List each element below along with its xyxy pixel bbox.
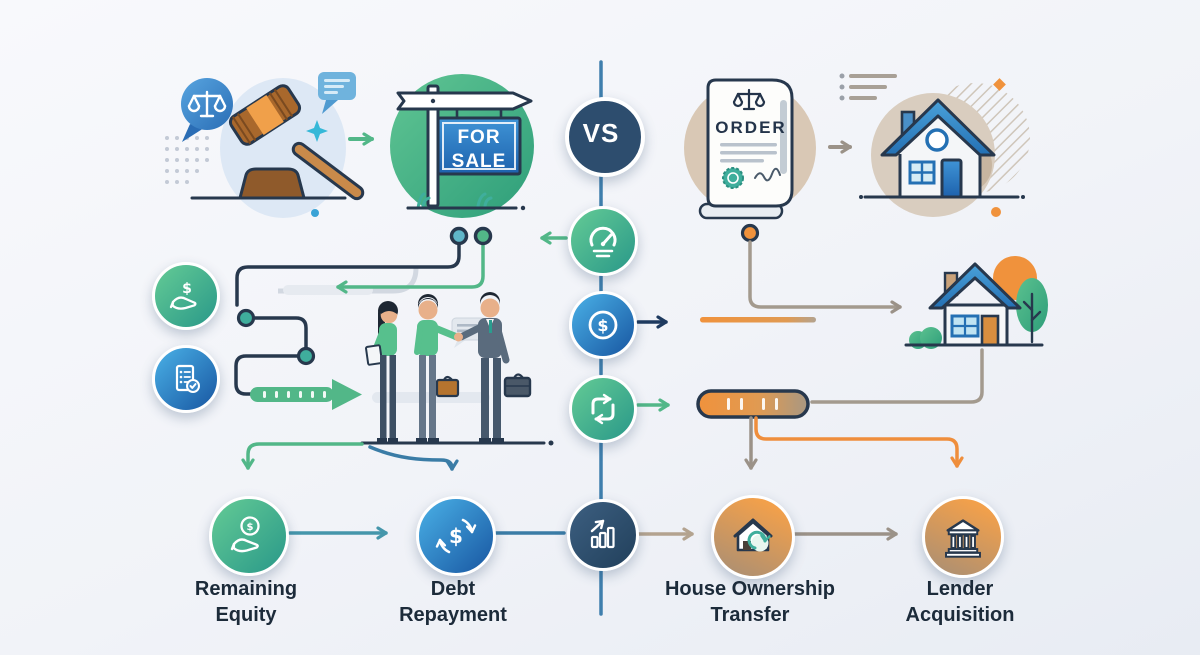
to-remaining-equity-arrow	[241, 442, 364, 470]
green-return-arrow	[336, 243, 485, 294]
orange-bar	[700, 317, 816, 323]
for-sale-sign-icon	[390, 74, 534, 218]
person-woman	[365, 301, 398, 443]
scales-glyph	[732, 88, 766, 111]
path-dot-teal-1	[236, 308, 256, 328]
house-drawing	[859, 98, 1025, 199]
order-branch-to-house2-arrow	[748, 240, 902, 314]
bank-icon	[945, 519, 981, 558]
speedometer-icon	[589, 226, 617, 258]
round-window	[925, 128, 949, 152]
refresh-cycle-icon	[591, 393, 615, 425]
briefcase-dark	[503, 376, 532, 398]
briefcase-brown	[435, 378, 460, 398]
bar-chart-icon	[590, 519, 615, 549]
handshake-hands	[454, 332, 463, 342]
path-dot-teal-2	[296, 346, 316, 366]
roof	[880, 98, 996, 157]
checklist-node	[152, 345, 220, 413]
door	[940, 158, 963, 199]
for-sale-text: FOR SALE	[451, 127, 507, 172]
accent-dot	[991, 207, 1001, 217]
label-house-ownership-transfer: House Ownership Transfer	[664, 578, 836, 626]
speedometer-node	[568, 206, 638, 276]
dollar-node: $	[569, 291, 637, 359]
order-title: ORDER	[715, 118, 787, 137]
svg-text:$: $	[597, 316, 608, 335]
vs-badge	[565, 97, 645, 177]
refresh-node	[569, 375, 637, 443]
chart-node	[567, 499, 639, 571]
house-dollar-transfer-icon	[733, 518, 773, 552]
dashed-block-arrow	[250, 379, 362, 410]
vs-label: VS	[582, 117, 620, 148]
label-lender-acquisition: Lender Acquisition	[905, 578, 1015, 626]
to-debt-repayment-arrow	[368, 445, 459, 471]
roof	[928, 262, 1022, 310]
handshake-illustration	[365, 292, 532, 443]
svg-text:$: $	[182, 281, 192, 297]
chat-bubble-icon	[318, 72, 356, 114]
seal-icon	[722, 167, 744, 189]
path-dot-green	[473, 226, 493, 246]
path-dot-navy	[449, 226, 469, 246]
door	[980, 314, 1000, 347]
signature	[754, 167, 781, 182]
progress-pill	[696, 389, 810, 419]
dots-pattern	[165, 136, 209, 184]
label-remaining-equity: Remaining Equity	[194, 578, 298, 626]
coin-in-hand-icon: $	[230, 516, 260, 553]
money-in-hand-icon: $	[169, 281, 197, 310]
judicial-auction-illustration	[165, 72, 365, 218]
svg-text:$: $	[449, 524, 463, 548]
debt-repayment-node: $	[416, 496, 496, 576]
accent-dot	[311, 209, 319, 217]
document-lines	[720, 143, 777, 163]
remaining-equity-node: $	[209, 496, 289, 576]
gavel-icon	[190, 84, 365, 201]
sparkle-icon	[306, 120, 328, 142]
money-in-hand-node: $	[152, 262, 220, 330]
label-debt-repayment: Debt Repayment	[399, 578, 507, 626]
pill-to-lender-arrow	[754, 416, 964, 468]
person-seller	[414, 294, 461, 443]
checklist-icon	[175, 364, 200, 393]
person-buyer	[454, 292, 532, 443]
list-icon	[839, 73, 897, 101]
order-scroll-icon	[684, 78, 816, 220]
house-icon	[859, 78, 1030, 217]
lender-acquisition-node	[922, 496, 1004, 578]
svg-text:$: $	[247, 522, 254, 533]
house-ownership-node	[711, 495, 795, 579]
dollar-cycle-icon: $	[435, 518, 477, 554]
winding-path	[234, 243, 461, 396]
sign-crossbar	[396, 91, 533, 111]
dollar-circle-icon: $	[588, 310, 618, 340]
house-with-tree-icon	[904, 256, 1048, 349]
scales-of-justice-icon	[181, 78, 233, 142]
house2-to-pill-line	[810, 348, 984, 404]
sign-board	[436, 116, 522, 176]
